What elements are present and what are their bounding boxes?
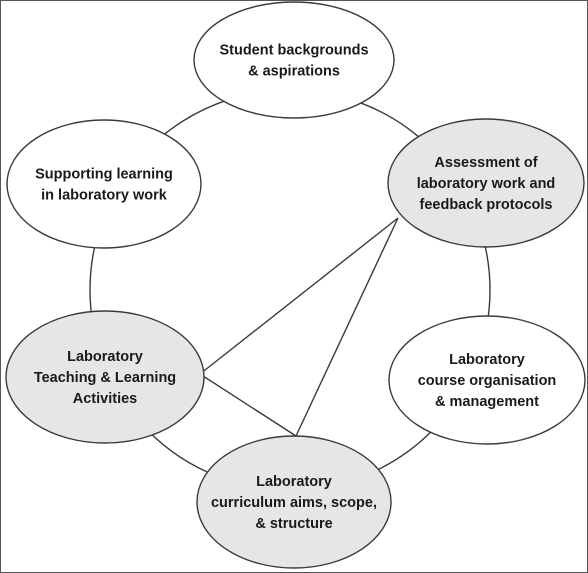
node-teaching-learning-label-line-2: Teaching & Learning xyxy=(34,370,176,386)
node-assessment-label-line-2: laboratory work and xyxy=(417,176,556,192)
node-student-backgrounds-label-line-2: & aspirations xyxy=(248,64,340,80)
links-layer xyxy=(199,217,399,437)
node-supporting-learning-shape xyxy=(6,119,202,249)
node-assessment-label-line-3: feedback protocols xyxy=(420,197,553,213)
node-supporting-learning-label-line-1: Supporting learning xyxy=(35,167,173,183)
node-assessment-label-line-1: Assessment of xyxy=(434,155,537,171)
node-supporting-learning: Supporting learning in laboratory work xyxy=(6,119,202,249)
node-teaching-learning-label-line-3: Activities xyxy=(73,391,137,407)
link-assessment-to-teaching-learning xyxy=(199,217,399,375)
node-assessment-shape xyxy=(387,118,585,248)
nodes-layer: Student backgrounds & aspirationsAssessme… xyxy=(5,1,586,569)
node-curriculum: Laboratory curriculum aims, scope, & struc… xyxy=(196,435,392,569)
node-assessment: Assessment of laboratory work and feedback… xyxy=(387,118,585,248)
node-course-organisation-label-line-2: course organisation xyxy=(418,373,557,389)
node-curriculum-label-line-2: curriculum aims, scope, xyxy=(211,495,377,511)
node-teaching-learning-shape xyxy=(5,310,205,444)
link-assessment-to-curriculum xyxy=(295,217,399,437)
node-teaching-learning-label-line-1: Laboratory xyxy=(67,349,143,365)
node-course-organisation-label-line-1: Laboratory xyxy=(449,352,525,368)
link-teaching-learning-to-curriculum xyxy=(199,373,297,437)
node-course-organisation-label-line-3: & management xyxy=(435,394,539,410)
node-curriculum-label-line-3: & structure xyxy=(255,516,332,532)
node-supporting-learning-label-line-2: in laboratory work xyxy=(41,188,168,204)
node-curriculum-label-line-1: Laboratory xyxy=(256,474,332,490)
node-student-backgrounds: Student backgrounds & aspirations xyxy=(193,1,395,119)
node-student-backgrounds-shape xyxy=(193,1,395,119)
node-course-organisation: Laboratory course organisation & managemen… xyxy=(388,315,586,445)
node-student-backgrounds-label-line-1: Student backgrounds xyxy=(219,43,368,59)
node-course-organisation-shape xyxy=(388,315,586,445)
node-curriculum-shape xyxy=(196,435,392,569)
